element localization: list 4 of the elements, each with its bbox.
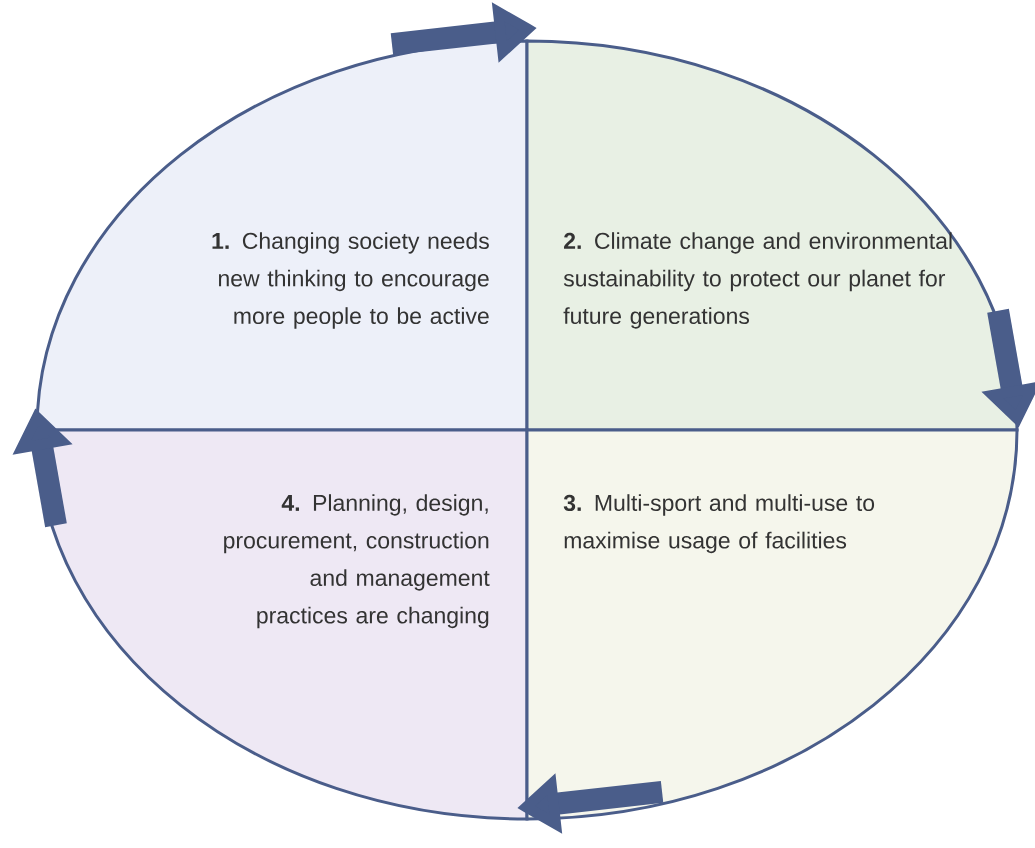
quadrant-panel: 2. Climate change and environmental sustainability to protect our planet for future generations	[525, 39, 1019, 432]
quadrant-panel: 1. Changing society needs new thinking to encourage more people to be active	[35, 39, 529, 432]
quadrant-panel: 3. Multi-sport and multi-use to maximise usage of facilities	[525, 428, 1019, 821]
quadrant-panel: 4. Planning, design, procurement, construction and management practices are changing	[35, 428, 529, 821]
